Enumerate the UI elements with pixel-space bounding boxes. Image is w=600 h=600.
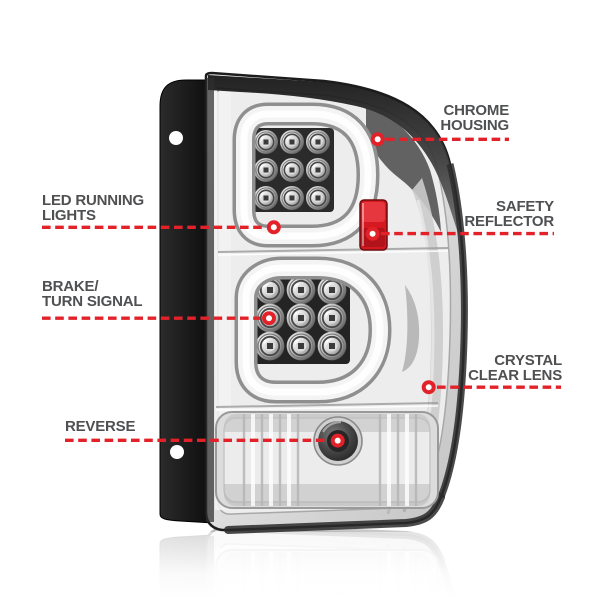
callout-label-safety-reflector: SAFETY REFLECTOR [464,198,554,230]
callout-dot-led-running-lights [266,220,281,235]
callout-label-reverse-line1: REVERSE [65,418,136,435]
callout-dot-crystal-clear-lens [421,380,436,395]
callout-label-led-running-lights-line1: LED RUNNING [42,192,144,209]
callout-label-chrome-housing: CHROME HOUSING [440,102,510,134]
callout-chrome-housing [370,132,509,147]
callout-dot-reverse [330,433,345,448]
callout-label-safety-reflector-line2: REFLECTOR [464,212,554,230]
callout-label-crystal-clear-lens: CRYSTAL CLEAR LENS [468,352,562,384]
callout-label-led-running-lights-line2: LIGHTS [42,206,96,224]
callout-label-brake-turn-signal-line2: TURN SIGNAL [42,292,143,310]
callout-label-safety-reflector-line1: SAFETY [496,198,554,215]
callout-label-chrome-housing-line2: HOUSING [440,116,509,134]
callout-led-running-lights [42,220,281,235]
callout-label-brake-turn-signal: BRAKE/ TURN SIGNAL [42,278,143,310]
callout-label-crystal-clear-lens-line1: CRYSTAL [494,352,562,369]
product-reflection [145,528,490,600]
callout-label-brake-turn-signal-line1: BRAKE/ [42,278,99,295]
callout-dot-chrome-housing [370,132,385,147]
callout-dot-brake-turn-signal [262,311,276,326]
callout-label-chrome-housing-line1: CHROME [443,102,510,119]
callout-brake-turn-signal [42,311,276,326]
callout-label-led-running-lights: LED RUNNING LIGHTS [42,192,144,224]
callout-label-reverse: REVERSE [65,418,136,435]
callout-crystal-clear-lens [421,380,561,395]
callout-dot-safety-reflector [365,226,380,241]
callout-label-crystal-clear-lens-line2: CLEAR LENS [468,366,562,384]
callout-safety-reflector [365,226,554,241]
callout-reverse [65,433,345,448]
